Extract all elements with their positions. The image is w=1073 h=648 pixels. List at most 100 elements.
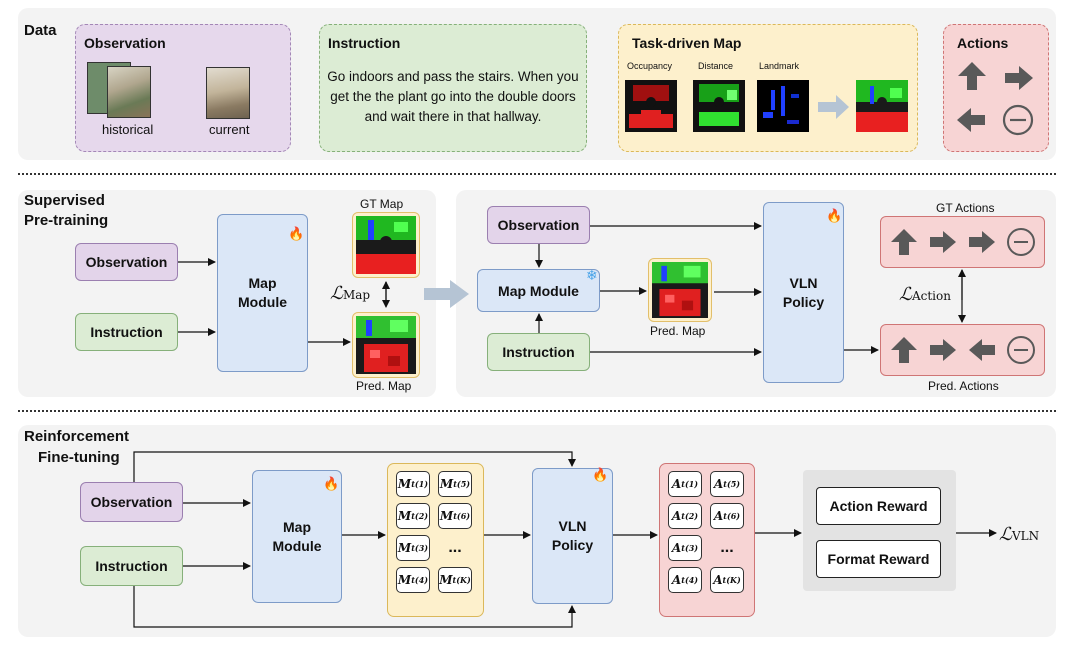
- arrow-up-icon: [891, 337, 918, 363]
- occupancy-map: [625, 80, 677, 132]
- actions-data-title: Actions: [957, 35, 1009, 51]
- map-token-ellipsis: ...: [448, 539, 462, 556]
- loss-vln-symbol: ℒ: [999, 524, 1012, 545]
- pretrain-instruction-box: Instruction: [75, 313, 178, 351]
- arrow-up-icon: [891, 229, 918, 255]
- rl-instruction-box: Instruction: [80, 546, 183, 586]
- loss-vln-subscript: VLN: [1011, 529, 1040, 543]
- pretrain-pred-map-label-right: Pred. Map: [650, 324, 706, 338]
- arrow-left-icon: [968, 339, 995, 361]
- gt-actions-box: [880, 216, 1045, 268]
- arrow-left-icon: [955, 106, 987, 134]
- distance-map: [693, 80, 745, 132]
- section-title-pretrain-2: Pre-training: [24, 212, 109, 229]
- rl-vln-policy: VLN Policy: [532, 468, 613, 604]
- pretrain-observation-box: Observation: [75, 243, 178, 281]
- rl-map-module-line2: Module: [272, 537, 322, 554]
- current-frame: [206, 67, 250, 119]
- actions-data-box: [943, 24, 1049, 152]
- gt-map-image: [352, 212, 420, 278]
- divider-1: [18, 173, 1056, 175]
- fire-icon: 🔥: [323, 476, 340, 491]
- instruction-data-box: [319, 24, 587, 152]
- distance-label: Distance: [698, 61, 734, 71]
- gt-map-label: GT Map: [360, 197, 404, 211]
- historical-frame-front: [107, 66, 151, 118]
- arrow-right-icon: [930, 231, 957, 253]
- rl-vln-policy-line1: VLN: [558, 518, 587, 534]
- instruction-data-title: Instruction: [328, 35, 401, 51]
- historical-label: historical: [102, 122, 154, 137]
- snowflake-icon: ❄: [586, 267, 598, 283]
- gt-actions-label: GT Actions: [936, 201, 995, 215]
- landmark-label: Landmark: [759, 61, 800, 71]
- pretrain-vln-policy-line1: VLN: [789, 274, 818, 291]
- pred-actions-box: [880, 324, 1045, 376]
- rl-map-module: Map Module: [252, 470, 342, 603]
- divider-2: [18, 410, 1056, 412]
- loss-map-subscript: Map: [342, 288, 371, 302]
- fire-icon: 🔥: [826, 208, 843, 223]
- loss-action-subscript: Action: [911, 289, 951, 303]
- rl-vln-policy-line2: Policy: [551, 537, 594, 553]
- fire-icon: 🔥: [288, 226, 305, 241]
- stop-circle-icon: [1006, 228, 1035, 256]
- pretrain-map-module: Map Module: [217, 214, 308, 372]
- arrow-up-icon: [956, 60, 988, 92]
- pretrain-map-module-right: Map Module: [477, 269, 600, 312]
- section-title-rl-2: Fine-tuning: [38, 449, 120, 466]
- arrow-right-icon: [968, 231, 995, 253]
- pretrain-vln-policy-line2: Policy: [782, 293, 825, 310]
- arrow-right-icon: [930, 339, 957, 361]
- pred-actions-label: Pred. Actions: [928, 379, 999, 393]
- loss-map: ℒMap: [330, 283, 370, 304]
- current-label: current: [209, 122, 250, 137]
- landmark-map: [757, 80, 809, 132]
- pretrain-instruction-box-right: Instruction: [487, 333, 590, 371]
- section-title-rl-1: Reinforcement: [24, 428, 130, 445]
- fire-icon: 🔥: [592, 467, 609, 482]
- rl-observation-box: Observation: [80, 482, 183, 522]
- loss-action-symbol: ℒ: [899, 284, 912, 305]
- combined-task-map: [856, 80, 908, 132]
- loss-vln: ℒVLN: [999, 524, 1039, 545]
- loss-map-symbol: ℒ: [330, 283, 343, 304]
- stop-circle-icon: [1002, 104, 1034, 136]
- task-map-title: Task-driven Map: [632, 35, 742, 51]
- pred-map-image: [352, 312, 420, 378]
- action-token-ellipsis: ...: [720, 539, 734, 556]
- occupancy-label: Occupancy: [627, 61, 673, 71]
- loss-action: ℒAction: [899, 284, 951, 305]
- pretrain-map-module-label: Map Module: [238, 275, 287, 310]
- stop-circle-icon: [1006, 336, 1035, 364]
- pretrain-observation-box-right: Observation: [487, 206, 590, 244]
- pretrain-vln-policy: VLN Policy: [763, 202, 844, 383]
- pred-map-label: Pred. Map: [356, 379, 412, 393]
- pretrain-pred-map-image-right: [648, 258, 712, 322]
- instruction-text: Go indoors and pass the stairs. When you…: [327, 69, 579, 124]
- map-merge-arrow: [818, 94, 850, 120]
- action-reward-box: Action Reward: [816, 487, 941, 525]
- arrow-right-icon: [1003, 64, 1035, 92]
- rl-map-module-line1: Map: [283, 518, 311, 535]
- observation-data-title: Observation: [84, 35, 166, 51]
- format-reward-box: Format Reward: [816, 540, 941, 578]
- section-title-data: Data: [24, 22, 57, 39]
- stage-transition-arrow: [424, 280, 470, 308]
- section-title-pretrain-1: Supervised: [24, 192, 105, 209]
